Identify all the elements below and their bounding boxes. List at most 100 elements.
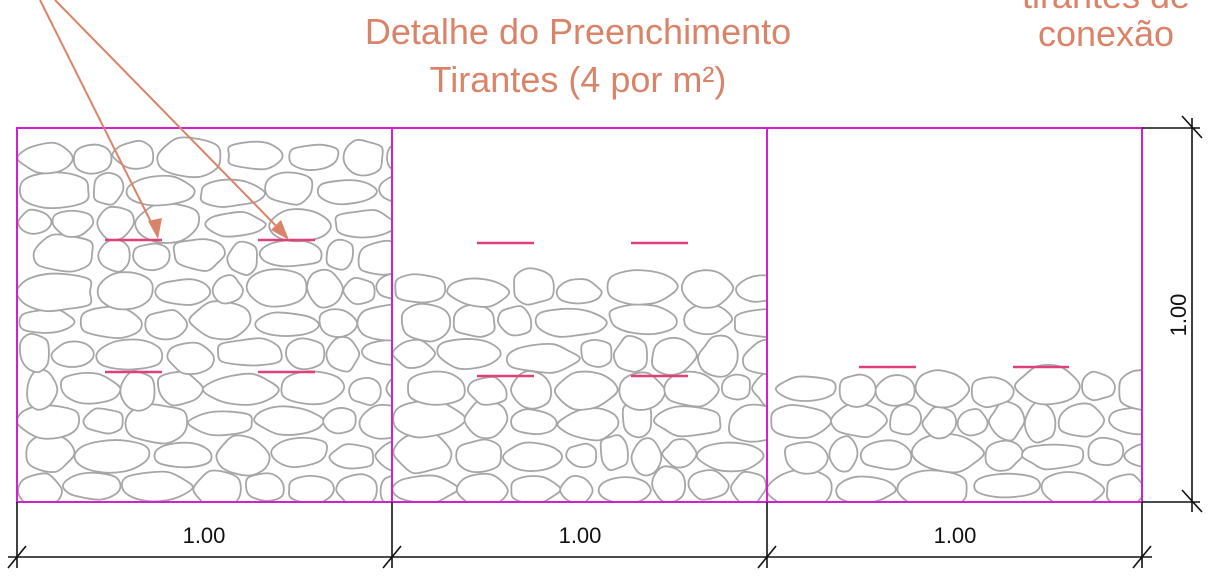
stone — [153, 441, 213, 469]
stone — [201, 372, 280, 406]
stone — [392, 474, 460, 502]
stone — [838, 373, 877, 408]
stone — [984, 439, 1024, 472]
stone-fill-panel-1 — [17, 136, 392, 502]
stone — [342, 138, 384, 177]
stone — [553, 370, 619, 411]
stone — [510, 370, 552, 410]
stone — [510, 475, 562, 502]
stone — [921, 406, 958, 440]
stone — [26, 368, 59, 411]
title-line-1: Detalhe do Preenchimento — [365, 11, 791, 52]
stone — [188, 300, 252, 341]
stone — [630, 437, 663, 477]
stone — [1023, 401, 1057, 444]
stone — [132, 242, 171, 272]
stone — [144, 309, 189, 341]
stone — [356, 303, 392, 342]
stone — [254, 311, 320, 337]
stone — [774, 375, 837, 402]
stone — [505, 342, 581, 374]
stone — [407, 370, 466, 406]
stone — [96, 205, 135, 242]
stone — [651, 337, 698, 376]
stone — [211, 274, 244, 305]
stone — [288, 475, 335, 502]
stone — [830, 402, 888, 439]
stone — [18, 332, 50, 374]
stone — [375, 272, 392, 300]
stone — [914, 369, 971, 409]
stone — [215, 434, 271, 477]
stone — [784, 441, 829, 475]
stone — [154, 278, 212, 306]
stone — [988, 400, 1026, 442]
stone — [121, 470, 194, 502]
stone — [306, 268, 344, 309]
stone — [258, 239, 323, 268]
stone — [134, 202, 200, 244]
stone — [166, 341, 215, 375]
corner-note-line-2: conexão — [1038, 13, 1174, 54]
stone — [253, 405, 325, 436]
stone — [697, 334, 739, 378]
stone — [92, 172, 125, 206]
stone — [455, 472, 509, 502]
stone — [95, 338, 164, 371]
stone — [17, 141, 74, 175]
stone — [696, 441, 765, 473]
width-label-3: 1.00 — [934, 523, 977, 548]
stone — [316, 179, 378, 206]
stone — [455, 438, 503, 474]
stone — [956, 408, 989, 437]
stone — [325, 336, 361, 373]
stone — [467, 375, 508, 406]
stone — [124, 403, 189, 445]
stone — [400, 302, 452, 343]
stone — [599, 434, 629, 472]
stone — [896, 469, 968, 502]
stone — [1021, 443, 1085, 471]
stone — [79, 305, 143, 339]
stone — [618, 371, 667, 411]
stone — [348, 376, 382, 407]
stone — [728, 403, 767, 443]
arrowhead-1 — [148, 218, 162, 239]
stone — [497, 305, 533, 337]
stone — [62, 471, 122, 501]
stone — [608, 303, 678, 336]
stone — [226, 240, 258, 277]
stone — [342, 276, 376, 306]
stone — [97, 238, 131, 273]
stone — [96, 271, 154, 311]
stone — [322, 407, 357, 435]
stone — [874, 374, 916, 407]
stone — [17, 208, 53, 235]
stone — [280, 370, 346, 406]
stone — [828, 435, 859, 473]
stone — [1057, 402, 1106, 438]
stone — [374, 440, 392, 472]
stone — [125, 174, 196, 207]
stone — [835, 475, 897, 502]
stone — [770, 404, 832, 439]
stone — [32, 233, 94, 273]
stone — [157, 370, 204, 407]
stone — [172, 238, 226, 272]
stone — [59, 372, 122, 405]
width-label-2: 1.00 — [559, 523, 602, 548]
stone — [51, 209, 95, 238]
stone — [555, 278, 603, 305]
stone — [751, 371, 767, 408]
height-label: 1.00 — [1166, 294, 1191, 337]
stone — [217, 337, 283, 367]
stone — [335, 473, 378, 502]
stone — [910, 432, 985, 474]
stone — [513, 267, 555, 306]
stone — [742, 338, 767, 376]
stone — [1081, 370, 1116, 402]
stone — [245, 268, 308, 308]
stone — [597, 476, 652, 502]
stone — [245, 472, 285, 502]
